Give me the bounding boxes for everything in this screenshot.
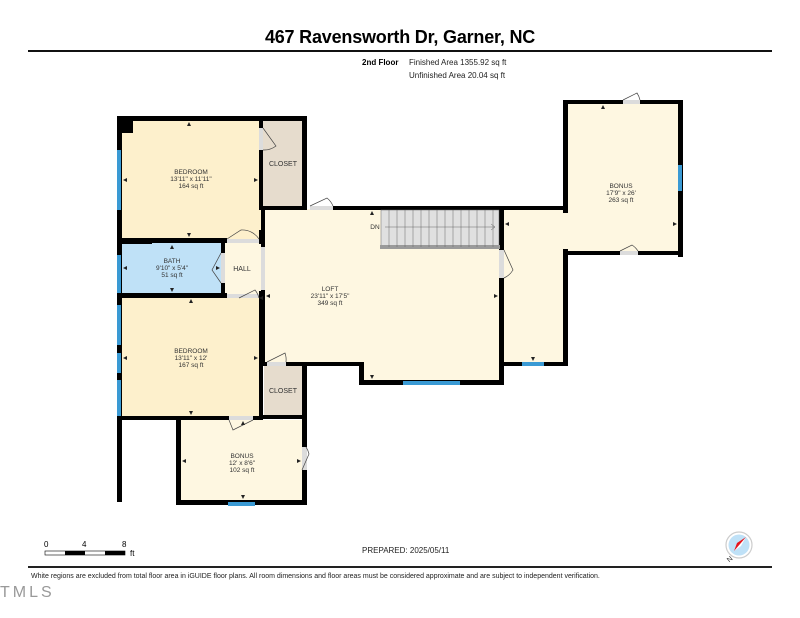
svg-text:13'11" x 12': 13'11" x 12' xyxy=(175,355,208,362)
svg-text:263 sq ft: 263 sq ft xyxy=(609,197,634,204)
room-closet-2 xyxy=(264,364,304,418)
scale-unit: ft xyxy=(130,549,135,558)
tmls-watermark: TMLS xyxy=(0,584,55,601)
scale-tick-4: 4 xyxy=(82,540,87,549)
prepared-date: PREPARED: 2025/05/11 xyxy=(362,546,450,555)
disclaimer-text: White regions are excluded from total fl… xyxy=(31,573,600,580)
finished-area: Finished Area 1355.92 sq ft xyxy=(409,58,507,67)
svg-text:23'11" x 17'5": 23'11" x 17'5" xyxy=(311,293,350,300)
label-bonus-large: BONUS 17'9" x 26' 263 sq ft xyxy=(606,183,636,204)
room-bedroom-1 xyxy=(121,120,262,240)
svg-text:BONUS: BONUS xyxy=(230,453,254,460)
label-closet-2: CLOSET xyxy=(269,388,298,395)
svg-text:17'9" x 26': 17'9" x 26' xyxy=(606,190,636,197)
scale-tick-0: 0 xyxy=(44,540,49,549)
label-bath: BATH 9'10" x 5'4" 51 sq ft xyxy=(156,258,189,279)
stairs: DN xyxy=(370,209,500,249)
room-bedroom-2 xyxy=(121,297,262,419)
room-bath xyxy=(121,243,222,295)
label-bedroom-1: BEDROOM 13'11" x 11'11" 164 sq ft xyxy=(170,169,212,190)
label-hall: HALL xyxy=(233,266,251,273)
windows xyxy=(117,150,682,506)
room-hall xyxy=(224,243,262,295)
svg-text:BATH: BATH xyxy=(164,258,181,265)
svg-text:BEDROOM: BEDROOM xyxy=(174,348,208,355)
page-title: 467 Ravensworth Dr, Garner, NC xyxy=(264,27,536,47)
room-bonus-small xyxy=(180,420,304,502)
room-closet-1 xyxy=(262,120,304,208)
svg-text:9'10" x 5'4": 9'10" x 5'4" xyxy=(156,265,189,272)
scale-tick-8: 8 xyxy=(122,540,127,549)
door-swings xyxy=(211,92,641,471)
label-bedroom-2: BEDROOM 13'11" x 12' 167 sq ft xyxy=(174,348,208,369)
svg-text:349 sq ft: 349 sq ft xyxy=(318,300,343,307)
svg-text:102 sq ft: 102 sq ft xyxy=(230,467,255,474)
label-closet-1: CLOSET xyxy=(269,161,298,168)
label-loft: LOFT 23'11" x 17'5" 349 sq ft xyxy=(311,286,350,307)
svg-text:164 sq ft: 164 sq ft xyxy=(179,183,204,190)
svg-text:12' x 8'6": 12' x 8'6" xyxy=(229,460,256,467)
room-loft xyxy=(264,209,500,380)
stairs-label: DN xyxy=(370,224,380,231)
floor-label: 2nd Floor xyxy=(362,58,399,67)
header-divider xyxy=(28,50,772,52)
unfinished-area: Unfinished Area 20.04 sq ft xyxy=(409,71,506,80)
svg-text:51 sq ft: 51 sq ft xyxy=(161,272,183,279)
svg-text:LOFT: LOFT xyxy=(322,286,339,293)
label-bonus-small: BONUS 12' x 8'6" 102 sq ft xyxy=(229,453,256,474)
svg-text:13'11" x 11'11": 13'11" x 11'11" xyxy=(170,176,212,183)
room-bonus-large xyxy=(502,103,678,364)
footer-divider xyxy=(28,566,772,568)
dimension-markers xyxy=(123,105,677,499)
svg-text:BEDROOM: BEDROOM xyxy=(174,169,208,176)
compass-north-label: N xyxy=(726,555,734,564)
scale-bar xyxy=(44,550,126,556)
compass-icon: N xyxy=(725,531,753,564)
svg-text:167 sq ft: 167 sq ft xyxy=(179,362,204,369)
svg-text:BONUS: BONUS xyxy=(609,183,633,190)
